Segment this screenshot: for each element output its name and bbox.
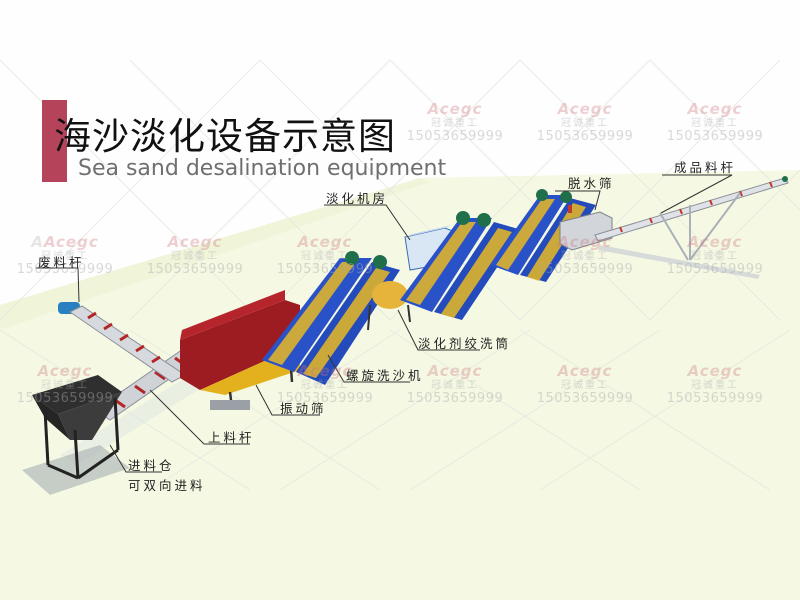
page-title: 海沙淡化设备示意图 (54, 115, 396, 158)
callout-waste-conveyor: 废料杆 (38, 255, 85, 270)
callout-dewatering-screen: 脱水筛 (568, 176, 615, 191)
callout-feed-conveyor: 上料杆 (208, 430, 255, 445)
callout-spiral-sand-washer: 螺旋洗沙机 (346, 368, 424, 383)
title-accent-bar (42, 100, 67, 182)
ground-plane (0, 170, 800, 600)
desalinating-agent-drum-graphic (367, 281, 411, 331)
feed-hopper-graphic (22, 375, 130, 495)
page-subtitle: Sea sand desalination equipment (78, 156, 447, 181)
callout-leader-lines (36, 174, 733, 473)
spiral-washer-bank-2 (400, 211, 522, 320)
callout-product-conveyor: 成品料杆 (674, 160, 737, 175)
callout-desalinating-agent-drum: 淡化剂绞洗筒 (418, 336, 512, 351)
callout-desalination-room: 淡化机房 (326, 191, 389, 206)
product-conveyor-graphic (594, 176, 789, 279)
callout-feed-hopper: 进料仓 (128, 458, 175, 473)
callout-feed-hopper-note: 可双向进料 (128, 478, 206, 493)
callout-vibrating-screen: 振动筛 (280, 401, 327, 416)
